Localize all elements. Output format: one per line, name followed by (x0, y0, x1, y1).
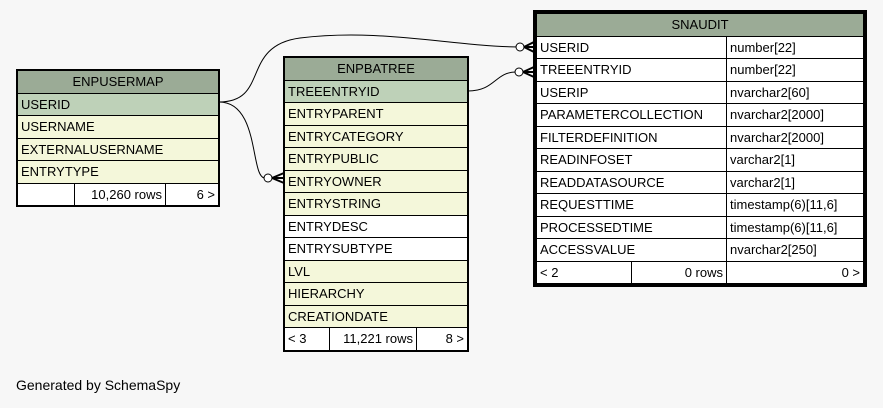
generated-by-note: Generated by SchemaSpy (16, 377, 181, 393)
column-lvl[interactable]: LVL (284, 259, 468, 283)
relation-usermap-to-batree (218, 101, 266, 179)
relation-crowfoot (523, 41, 535, 53)
column-userip[interactable]: USERIP (536, 80, 727, 104)
relation-end-circle (514, 67, 524, 77)
relation-usermap-to-snaudit (218, 34, 519, 103)
column-treeentryid[interactable]: TREEENTRYID (284, 79, 468, 103)
children-link[interactable]: 6 > (165, 182, 219, 206)
column-parametercollection[interactable]: PARAMETERCOLLECTION (536, 103, 727, 127)
column-externalusername[interactable]: EXTERNALUSERNAME (17, 137, 219, 161)
column-treeentryid[interactable]: TREEENTRYID (536, 58, 727, 82)
column-entrypublic[interactable]: ENTRYPUBLIC (284, 147, 468, 171)
column-type: nvarchar2[60] (726, 80, 864, 104)
column-type: timestamp(6)[11,6] (726, 215, 864, 239)
column-userid[interactable]: USERID (17, 92, 219, 116)
column-type: varchar2[1] (726, 148, 864, 172)
column-requesttime[interactable]: REQUESTTIME (536, 193, 727, 217)
table-title[interactable]: ENPUSERMAP (17, 70, 219, 94)
column-filterdefinition[interactable]: FILTERDEFINITION (536, 125, 727, 149)
column-processedtime[interactable]: PROCESSEDTIME (536, 215, 727, 239)
column-entryparent[interactable]: ENTRYPARENT (284, 102, 468, 126)
children-link[interactable]: 0 > (726, 260, 864, 284)
table-enpbatree[interactable]: ENPBATREE TREEENTRYID ENTRYPARENT ENTRYC… (283, 56, 469, 352)
parents-link[interactable]: < 2 (536, 260, 632, 284)
table-snaudit[interactable]: SNAUDIT USERID number[22] TREEENTRYID nu… (533, 10, 867, 287)
column-username[interactable]: USERNAME (17, 115, 219, 139)
column-userid[interactable]: USERID (536, 35, 727, 59)
column-entrysubtype[interactable]: ENTRYSUBTYPE (284, 237, 468, 261)
table-enpusermap[interactable]: ENPUSERMAP USERID USERNAME EXTERNALUSERN… (16, 69, 220, 207)
column-type: number[22] (726, 58, 864, 82)
children-link[interactable]: 8 > (416, 327, 468, 351)
row-count: 11,221 rows (329, 327, 417, 351)
column-entrycategory[interactable]: ENTRYCATEGORY (284, 124, 468, 148)
parents-link[interactable]: < 3 (284, 327, 330, 351)
column-type: number[22] (726, 35, 864, 59)
relation-end-circle (515, 42, 525, 52)
parents-count (17, 182, 75, 206)
table-title[interactable]: SNAUDIT (536, 13, 864, 37)
column-entrystring[interactable]: ENTRYSTRING (284, 192, 468, 216)
column-type: timestamp(6)[11,6] (726, 193, 864, 217)
relation-batree-to-snaudit (467, 71, 517, 92)
column-accessvalue[interactable]: ACCESSVALUE (536, 238, 727, 262)
relation-end-circle (263, 173, 273, 183)
column-hierarchy[interactable]: HIERARCHY (284, 282, 468, 306)
column-readdatasource[interactable]: READDATASOURCE (536, 170, 727, 194)
column-entryowner[interactable]: ENTRYOWNER (284, 169, 468, 193)
column-type: varchar2[1] (726, 170, 864, 194)
table-title[interactable]: ENPBATREE (284, 57, 468, 81)
relation-crowfoot (271, 172, 285, 184)
relation-crowfoot (522, 66, 535, 78)
column-type: nvarchar2[2000] (726, 125, 864, 149)
column-entrydesc[interactable]: ENTRYDESC (284, 214, 468, 238)
column-type: nvarchar2[250] (726, 238, 864, 262)
column-type: nvarchar2[2000] (726, 103, 864, 127)
column-creationdate[interactable]: CREATIONDATE (284, 304, 468, 328)
row-count: 0 rows (631, 260, 727, 284)
column-readinfoset[interactable]: READINFOSET (536, 148, 727, 172)
row-count: 10,260 rows (74, 182, 166, 206)
column-entrytype[interactable]: ENTRYTYPE (17, 160, 219, 184)
